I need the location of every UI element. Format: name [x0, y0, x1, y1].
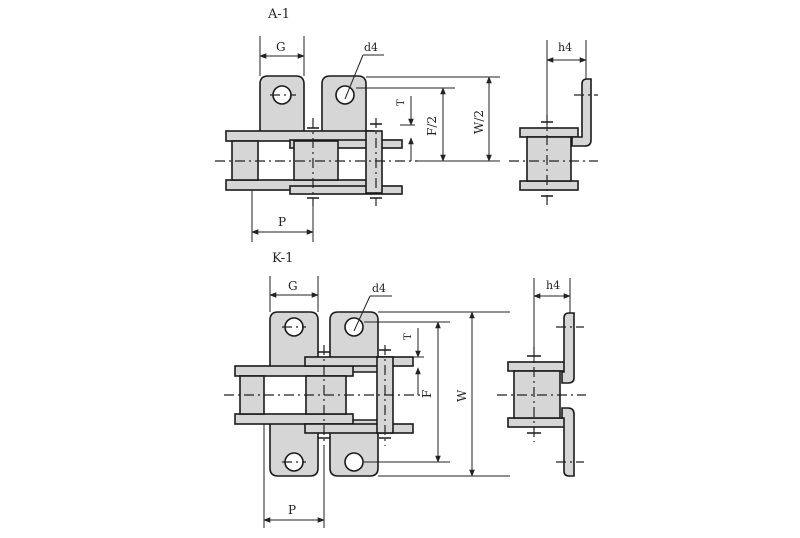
a1-title: A-1	[267, 7, 290, 22]
k1-plan-view: G d4 T F W P	[224, 276, 510, 528]
k1-t-label: T	[403, 333, 414, 340]
k1-side-plate-top	[507, 361, 569, 372]
a1-g-label: G	[276, 40, 286, 54]
k1-side-attachment-bottom	[561, 407, 575, 477]
a1-section: A-1	[215, 7, 598, 242]
a1-attachment-plate-left	[259, 75, 305, 141]
k1-w-label: W	[455, 389, 469, 402]
a1-side-attachment	[571, 78, 592, 147]
a1-outer-plate-bottom	[289, 185, 403, 195]
a1-f2-label: F/2	[425, 116, 439, 136]
k1-f-label: F	[420, 390, 434, 398]
k1-outer-plate-bottom	[304, 423, 414, 434]
a1-w2-label: W/2	[472, 110, 486, 134]
k1-p-label: P	[288, 503, 296, 517]
a1-outer-plate-top	[289, 139, 403, 149]
k1-outer-plate-top	[304, 356, 414, 367]
a1-side-plate-top	[519, 127, 579, 138]
k1-d4-label: d4	[372, 282, 386, 295]
a1-attachment-plate-right	[321, 75, 367, 141]
k1-side-attachment-top	[561, 312, 575, 384]
a1-d4-leader	[344, 54, 364, 100]
a1-side-plate-bottom	[519, 180, 579, 191]
a1-d4-label: d4	[364, 41, 378, 54]
k1-title: K-1	[272, 251, 293, 266]
a1-t-label: T	[396, 99, 407, 106]
a1-side-roller	[526, 136, 572, 182]
k1-h4-label: h4	[546, 279, 560, 292]
a1-plan-view: G d4 T F/2 W/2 P	[215, 36, 500, 242]
a1-p-label: P	[278, 215, 286, 229]
a1-side-view: h4	[509, 40, 598, 205]
k1-section: K-1	[224, 251, 586, 528]
a1-h4-label: h4	[558, 41, 572, 54]
a1-roller-right	[365, 130, 383, 194]
k1-link-plate-bottom	[234, 413, 354, 425]
k1-link-plate-top	[234, 365, 354, 377]
k1-d4-leader	[353, 295, 371, 332]
a1-hole-right	[335, 85, 355, 105]
k1-side-view: h4	[497, 278, 586, 477]
k1-hole-top-right	[344, 317, 364, 337]
k1-g-label: G	[288, 279, 298, 293]
k1-hole-bottom-right	[344, 452, 364, 472]
k1-side-plate-bottom	[507, 417, 569, 428]
